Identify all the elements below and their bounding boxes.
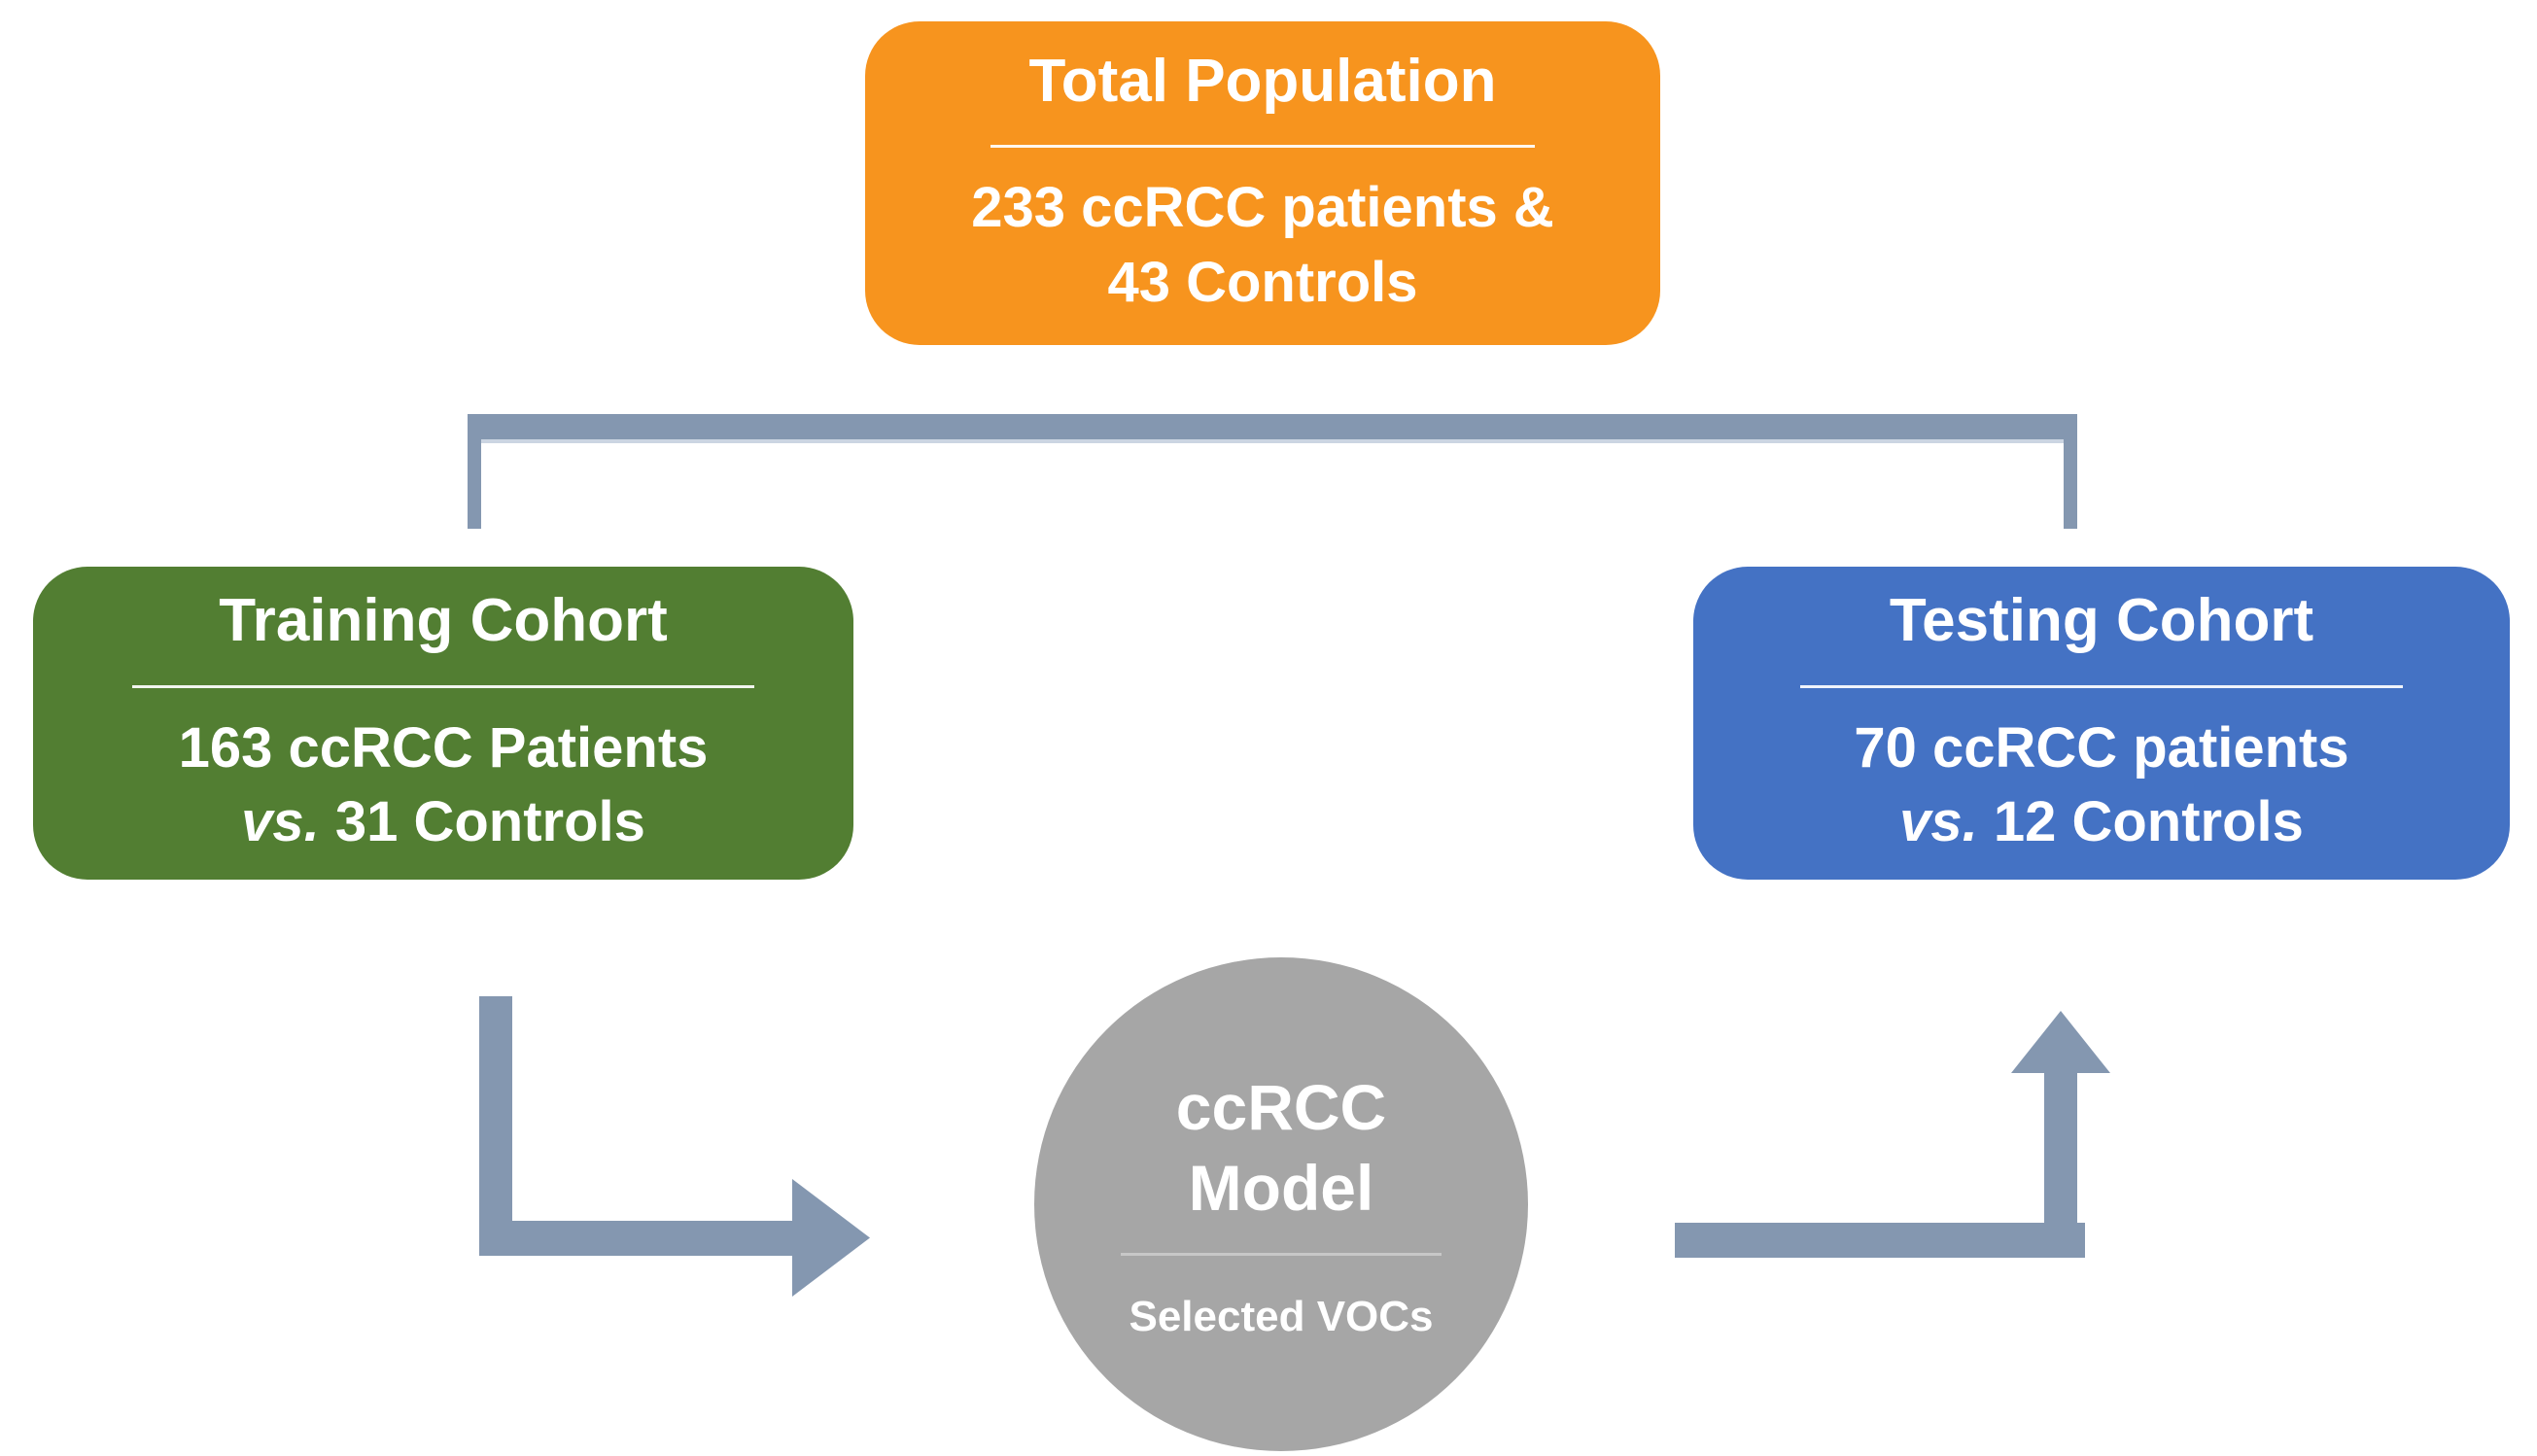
testing-cohort-box: Testing Cohort 70 ccRCC patients vs. 12 … (1693, 567, 2510, 880)
bracket-top-bar (468, 414, 2077, 439)
training-cohort-controls-label: 31 Controls (319, 790, 645, 854)
training-cohort-box: Training Cohort 163 ccRCC Patients vs. 3… (33, 567, 853, 880)
model-subtitle: Selected VOCs (1129, 1293, 1434, 1340)
testing-cohort-title: Testing Cohort (1889, 587, 2314, 655)
training-to-model-arrow-horizontal (479, 1221, 792, 1256)
testing-cohort-divider (1800, 684, 2403, 688)
model-to-testing-arrow-horizontal (1675, 1223, 2085, 1258)
training-cohort-body-line2: vs. 31 Controls (241, 785, 645, 860)
total-population-title: Total Population (1028, 47, 1497, 115)
model-title-line1: ccRCC (1175, 1071, 1387, 1143)
testing-cohort-controls-label: 12 Controls (1977, 790, 2304, 854)
training-cohort-divider (132, 684, 754, 688)
training-cohort-vs-label: vs. (241, 790, 320, 854)
ccrcc-model-circle: ccRCC Model Selected VOCs (1034, 957, 1528, 1451)
model-divider (1121, 1253, 1442, 1256)
bracket-left-leg (468, 439, 481, 529)
total-population-body-line1: 233 ccRCC patients & (971, 176, 1554, 240)
total-population-box: Total Population 233 ccRCC patients & 43… (865, 21, 1660, 345)
training-cohort-body-line1: 163 ccRCC Patients (178, 715, 709, 780)
total-population-divider (990, 145, 1535, 149)
arrow-right-icon (792, 1179, 870, 1297)
testing-cohort-body-line2: vs. 12 Controls (1899, 785, 2304, 860)
arrow-up-icon (2011, 1011, 2110, 1073)
model-title-line2: Model (1188, 1151, 1374, 1224)
testing-cohort-vs-label: vs. (1899, 790, 1978, 854)
total-population-body-line2: 43 Controls (1107, 250, 1418, 314)
bracket-right-leg (2064, 439, 2077, 529)
training-to-model-arrow-vertical (479, 996, 512, 1256)
model-to-testing-arrow-vertical (2044, 1069, 2077, 1258)
training-cohort-title: Training Cohort (219, 587, 668, 655)
testing-cohort-body-line1: 70 ccRCC patients (1854, 715, 2349, 780)
bracket-top-bar-highlight (481, 439, 2064, 443)
